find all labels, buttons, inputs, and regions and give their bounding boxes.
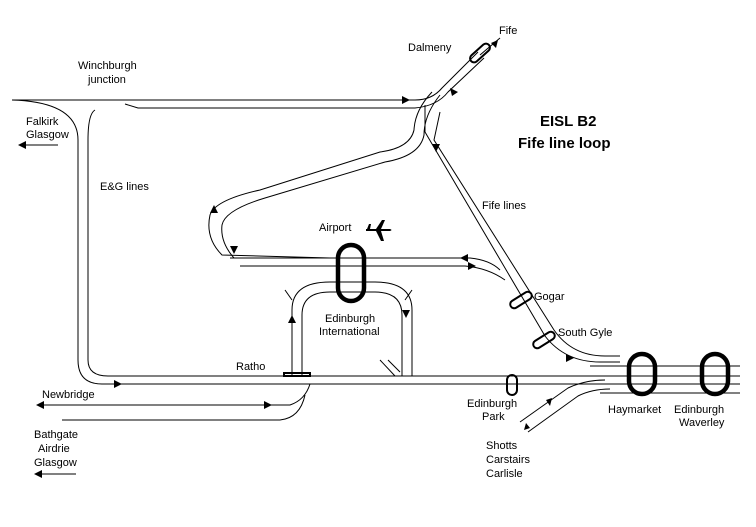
label-ratho: Ratho [236, 361, 265, 373]
label-winchburgh-2: junction [87, 74, 126, 86]
label-shotts-2: Carstairs [486, 454, 531, 466]
track-newbridge [40, 383, 311, 406]
track-fife-line-2 [433, 111, 620, 357]
arrow-international-right [402, 310, 410, 318]
label-edinburgh-international-2: International [319, 326, 380, 338]
label-dalmeny: Dalmeny [408, 42, 452, 54]
track-eg-line-inner [87, 109, 620, 377]
track-shotts-1 [519, 379, 606, 423]
arrow-shotts-2 [524, 423, 530, 430]
label-edinburgh-waverley-1: Edinburgh [674, 404, 724, 416]
labels: EISL B2 Fife line loop Fife Dalmeny Winc… [26, 25, 725, 480]
arrow-international-left [288, 315, 296, 323]
label-bathgate-1: Bathgate [34, 429, 78, 441]
track-ratho-crossover [379, 359, 401, 377]
arrow-fife [491, 40, 498, 48]
label-edinburgh-park-1: Edinburgh [467, 398, 517, 410]
track-shotts-2 [527, 388, 611, 433]
station-edinburgh-park [506, 374, 518, 396]
label-south-gyle: South Gyle [558, 327, 612, 339]
station-gogar [509, 290, 533, 310]
station-edinburgh-international [335, 242, 367, 304]
label-falkirk-2: Glasgow [26, 129, 69, 141]
label-bathgate-3: Glasgow [34, 457, 77, 469]
track-international-stub-right [404, 289, 413, 301]
label-newbridge: Newbridge [42, 389, 95, 401]
arrow-newbridge [36, 401, 44, 409]
label-edinburgh-waverley-2: Waverley [679, 417, 725, 429]
label-haymarket: Haymarket [608, 404, 661, 416]
track-international-loop-outer [291, 281, 413, 376]
track-winchburgh-line-2 [124, 57, 485, 109]
title-line-1: EISL B2 [540, 113, 596, 130]
arrow-winchburgh [402, 96, 410, 104]
track-airport-loop-upper [208, 91, 433, 259]
track-airport-loop-lower [221, 94, 441, 259]
airplane-icon [366, 220, 392, 241]
arrow-bathgate-track [264, 401, 272, 409]
track-bathgate [62, 394, 306, 421]
arrow-bathgate [34, 470, 42, 478]
label-fife-lines: Fife lines [482, 200, 527, 212]
track-airport-through-2 [240, 265, 506, 281]
label-edinburgh-international-1: Edinburgh [325, 313, 375, 325]
label-fife: Fife [499, 25, 517, 37]
tracks [11, 37, 740, 433]
label-eg-lines: E&G lines [100, 181, 149, 193]
station-haymarket [626, 351, 658, 397]
label-gogar: Gogar [534, 291, 565, 303]
arrow-falkirk [18, 141, 26, 149]
arrow-south-gyle [566, 354, 574, 362]
label-airport: Airport [319, 222, 351, 234]
label-winchburgh-1: Winchburgh [78, 60, 137, 72]
track-fife-line-1 [424, 105, 620, 363]
arrow-fife-line [432, 144, 440, 152]
label-shotts-1: Shotts [486, 440, 518, 452]
arrow-shotts [546, 398, 552, 406]
track-international-stub-left [284, 289, 293, 301]
title-line-2: Fife line loop [518, 135, 611, 152]
station-edinburgh-waverley [699, 351, 731, 397]
label-falkirk-1: Falkirk [26, 116, 59, 128]
track-winchburgh-line [12, 51, 479, 101]
label-shotts-3: Carlisle [486, 468, 523, 480]
arrow-dalmeny [450, 88, 458, 96]
arrow-eg [114, 380, 122, 388]
arrow-airport-down [230, 246, 238, 254]
station-south-gyle [532, 330, 556, 350]
arrow-airport-east [468, 262, 476, 270]
arrow-airport-west [460, 254, 468, 262]
track-eg-line-outer [11, 99, 620, 385]
direction-arrows [18, 40, 574, 478]
track-airport-through-1 [230, 257, 501, 271]
station-ratho-platform [283, 372, 311, 377]
station-dalmeny [469, 42, 491, 64]
label-edinburgh-park-2: Park [482, 411, 505, 423]
arrow-airport-loop [210, 205, 218, 213]
stations [283, 42, 731, 397]
label-bathgate-2: Airdrie [38, 443, 70, 455]
track-international-loop-inner [301, 291, 403, 376]
